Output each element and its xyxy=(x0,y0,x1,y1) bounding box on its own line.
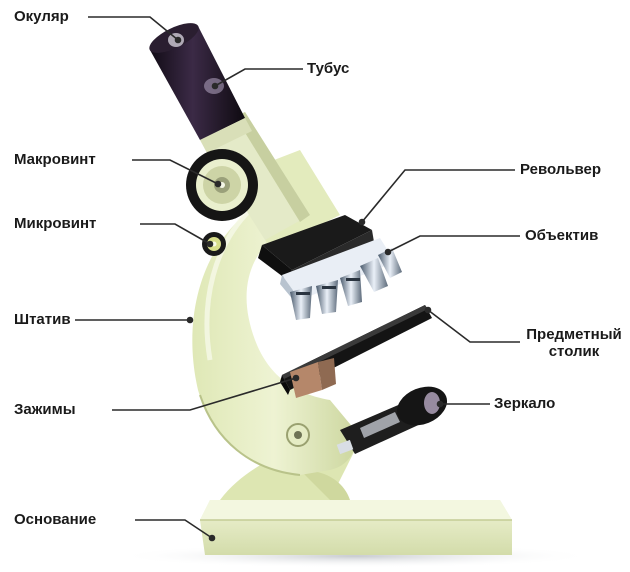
label-stage: Предметный столик xyxy=(520,326,628,360)
label-fine-focus: Микровинт xyxy=(14,215,96,232)
label-objective: Объектив xyxy=(525,227,598,244)
leader-stage xyxy=(428,310,520,342)
label-revolver: Револьвер xyxy=(520,161,601,178)
label-arm: Штатив xyxy=(14,311,71,328)
label-clips: Зажимы xyxy=(14,401,76,418)
label-tube: Тубус xyxy=(307,60,349,77)
label-stage-line1: Предметный xyxy=(520,326,628,343)
label-eyepiece: Окуляр xyxy=(14,8,69,25)
leader-tube xyxy=(215,69,303,86)
leader-objective xyxy=(388,236,520,252)
label-mirror: Зеркало xyxy=(494,395,555,412)
coarse-focus-knob xyxy=(186,149,258,221)
fine-focus-knob xyxy=(202,232,226,256)
mirror-part xyxy=(337,380,453,455)
leader-revolver xyxy=(362,170,515,222)
leader-fine xyxy=(140,224,210,244)
label-stage-line2: столик xyxy=(520,343,628,360)
label-base: Основание xyxy=(14,511,96,528)
label-coarse-focus: Макровинт xyxy=(14,151,96,168)
